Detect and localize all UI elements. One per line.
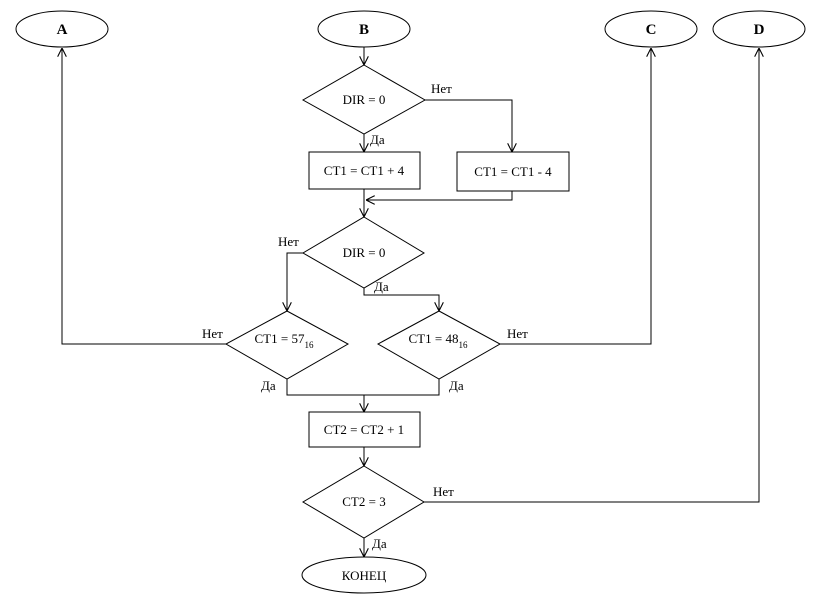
process-ct1-minus-label: CT1 = CT1 - 4: [474, 164, 552, 179]
process-ct1-minus: CT1 = CT1 - 4: [456, 151, 570, 192]
decision-ct1-48: CT1 = 4816: [376, 310, 502, 380]
decision-ct1-57-label: CT1 = 5716: [255, 331, 314, 350]
label-dir2-no: Нет: [278, 234, 299, 249]
process-ct1-plus: CT1 = CT1 + 4: [308, 151, 421, 190]
decision-ct1-48-subscript: 16: [458, 340, 468, 350]
label-dir1-yes: Да: [370, 132, 385, 147]
process-ct1-plus-label: CT1 = CT1 + 4: [324, 163, 405, 178]
terminal-end-label: КОНЕЦ: [342, 568, 387, 583]
flow-lines: [62, 47, 759, 557]
connector-d: D: [712, 10, 806, 48]
decision-ct1-57: CT1 = 5716: [224, 310, 350, 380]
decision-dir-2: DIR = 0: [302, 216, 425, 289]
connector-a: A: [15, 10, 109, 48]
process-ct2-plus-label: CT2 = CT2 + 1: [324, 422, 404, 437]
connector-b-label: B: [359, 22, 369, 38]
decision-ct1-57-base: CT1 = 57: [255, 331, 305, 346]
connector-c: C: [604, 10, 698, 48]
label-ct2-no: Нет: [433, 484, 454, 499]
terminal-end: КОНЕЦ: [301, 556, 427, 594]
decision-dir-1-label: DIR = 0: [343, 92, 386, 107]
label-ct48-yes: Да: [449, 378, 464, 393]
connector-c-label: C: [646, 22, 657, 38]
connector-d-label: D: [754, 22, 765, 38]
decision-ct2-3-label: CT2 = 3: [342, 494, 385, 509]
decision-dir-1: DIR = 0: [301, 64, 427, 135]
label-ct57-no: Нет: [202, 326, 223, 341]
process-ct2-plus: CT2 = CT2 + 1: [308, 411, 421, 448]
connector-a-label: A: [57, 22, 68, 38]
decision-dir-2-label: DIR = 0: [343, 245, 386, 260]
label-dir2-yes: Да: [374, 279, 389, 294]
connector-b: B: [317, 10, 411, 48]
decision-ct1-48-base: CT1 = 48: [409, 331, 459, 346]
label-ct48-no: Нет: [507, 326, 528, 341]
decision-ct2-3: CT2 = 3: [302, 465, 425, 539]
label-ct2-yes: Да: [372, 536, 387, 551]
label-dir1-no: Нет: [431, 81, 452, 96]
label-ct57-yes: Да: [261, 378, 276, 393]
decision-ct1-57-subscript: 16: [304, 340, 314, 350]
decision-ct1-48-label: CT1 = 4816: [409, 331, 468, 350]
